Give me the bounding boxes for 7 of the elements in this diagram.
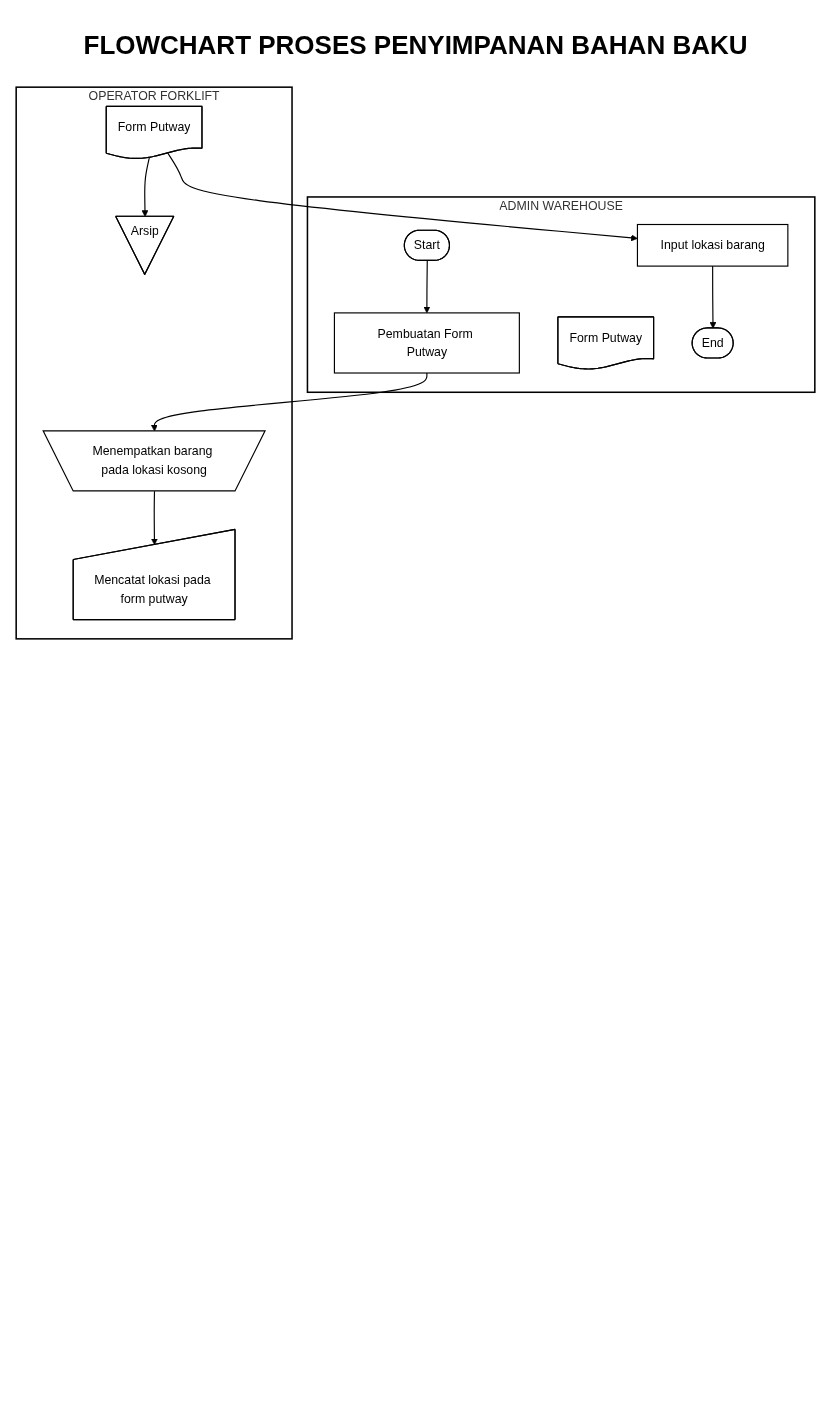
node-box: Input lokasi barang xyxy=(636,223,789,267)
arrow xyxy=(709,265,717,329)
diagram-title: FLOWCHART PROSES PENYIMPANAN BAHAN BAKU xyxy=(83,30,748,61)
node-box: Pembuatan Form Putway xyxy=(333,312,520,374)
arrow xyxy=(141,157,150,217)
arrow xyxy=(167,152,638,242)
arrow xyxy=(423,260,431,314)
